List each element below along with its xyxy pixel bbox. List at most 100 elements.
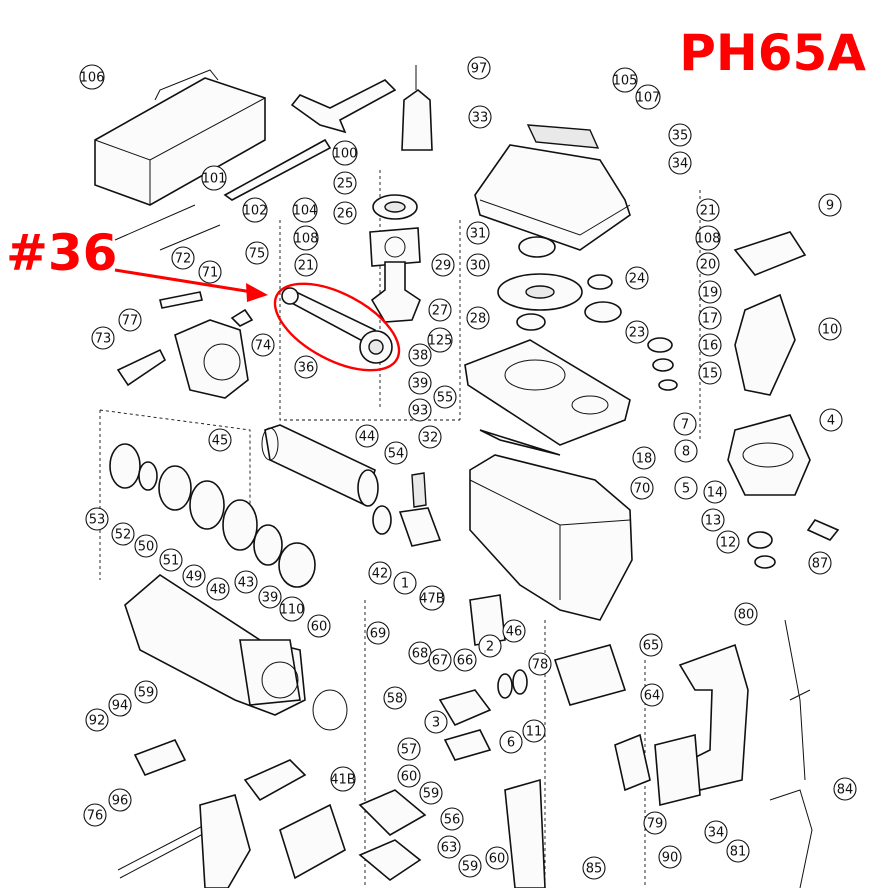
part-label-102: 102 (242, 197, 268, 223)
callout-label: #36 (6, 224, 118, 282)
part-label-text: 38 (412, 349, 429, 364)
part-label-text: 51 (163, 554, 180, 569)
part-label-circle (643, 811, 667, 835)
part-label-circle (528, 652, 552, 676)
part-label-circle (485, 846, 509, 870)
part-label-circle (696, 252, 720, 276)
part-label-circle (632, 446, 656, 470)
part-label-circle (453, 648, 477, 672)
part-label-19: 19 (698, 280, 722, 304)
part-label-16: 16 (698, 333, 722, 357)
part-label-circle (668, 123, 692, 147)
part-label-55: 55 (433, 385, 457, 409)
part-label-21: 21 (696, 198, 720, 222)
part-label-text: 59 (462, 860, 479, 875)
part-label-36: 36 (294, 355, 318, 379)
part-label-29: 29 (431, 253, 455, 277)
part-label-11: 11 (522, 719, 546, 743)
part-label-49: 49 (182, 564, 206, 588)
part-label-15: 15 (698, 361, 722, 385)
part-label-45: 45 (208, 428, 232, 452)
part-label-85: 85 (582, 856, 606, 880)
part-label-text: 36 (298, 361, 315, 376)
part-label-text: 46 (506, 625, 523, 640)
part-label-59: 59 (419, 781, 443, 805)
part-label-text: 104 (293, 204, 318, 219)
part-label-circle (640, 683, 664, 707)
part-label-75: 75 (245, 241, 269, 265)
part-label-text: 81 (730, 845, 747, 860)
part-label-74: 74 (251, 333, 275, 357)
bearing-gear-drawing (369, 194, 583, 331)
part-label-circle (418, 425, 442, 449)
part-label-text: 54 (388, 447, 405, 462)
part-label-circle (424, 710, 448, 734)
part-label-circle (85, 507, 109, 531)
part-label-circle (673, 412, 697, 436)
part-label-circle (698, 333, 722, 357)
part-label-text: 93 (412, 404, 429, 419)
part-label-circle (625, 266, 649, 290)
part-label-64: 64 (640, 683, 664, 707)
part-label-51: 51 (159, 548, 183, 572)
part-label-text: 7 (681, 418, 689, 433)
part-label-text: 34 (708, 826, 725, 841)
part-label-circle (397, 737, 421, 761)
part-label-93: 93 (408, 398, 432, 422)
part-label-text: 2 (486, 640, 494, 655)
part-label-circle (522, 719, 546, 743)
part-label-circle (819, 408, 843, 432)
part-label-text: 75 (249, 247, 266, 262)
part-label-text: 92 (89, 714, 106, 729)
part-label-text: 90 (662, 851, 679, 866)
part-label-circle (368, 561, 392, 585)
part-label-circle (118, 308, 142, 332)
part-label-text: 57 (401, 743, 418, 758)
part-label-circle (658, 845, 682, 869)
part-label-34: 34 (704, 820, 728, 844)
part-label-text: 8 (682, 445, 690, 460)
part-label-text: 56 (444, 813, 461, 828)
part-label-39: 39 (408, 371, 432, 395)
callout-arrow (114, 268, 268, 302)
part-label-text: 17 (702, 312, 719, 327)
part-label-79: 79 (643, 811, 667, 835)
part-label-circle (258, 585, 282, 609)
part-label-84: 84 (833, 777, 857, 801)
rings-drawing (109, 443, 316, 588)
part-label-circle (201, 165, 227, 191)
part-label-circle (355, 424, 379, 448)
part-label-circle (625, 320, 649, 344)
part-label-circle (198, 260, 222, 284)
part-label-31: 31 (466, 221, 490, 245)
part-label-text: 63 (441, 841, 458, 856)
part-label-text: 25 (337, 177, 354, 192)
part-label-text: 52 (115, 528, 132, 543)
part-label-circle (408, 371, 432, 395)
part-label-text: 21 (298, 259, 315, 274)
part-number-labels: 1069710510033107353410410110225261082131… (79, 56, 857, 880)
part-label-circle (91, 326, 115, 350)
part-label-circle (639, 633, 663, 657)
part-label-1: 1 (393, 571, 417, 595)
part-label-circle (182, 564, 206, 588)
part-label-54: 54 (384, 441, 408, 465)
part-label-circle (393, 571, 417, 595)
part-label-circle (427, 327, 453, 353)
part-label-text: 13 (705, 514, 722, 529)
part-label-text: 4 (827, 414, 835, 429)
part-label-text: 34 (672, 157, 689, 172)
part-label-circle (478, 634, 502, 658)
part-label-text: 19 (702, 286, 719, 301)
part-label-59: 59 (134, 680, 158, 704)
part-label-circle (79, 64, 105, 90)
part-label-circle (384, 441, 408, 465)
part-label-text: 42 (372, 567, 389, 582)
part-label-text: 85 (586, 862, 603, 877)
part-label-text: 59 (423, 787, 440, 802)
part-label-circle (833, 777, 857, 801)
part-label-text: 21 (700, 204, 717, 219)
part-label-text: 53 (89, 513, 106, 528)
part-label-text: 49 (186, 570, 203, 585)
connecting-rod-drawing (273, 282, 401, 372)
